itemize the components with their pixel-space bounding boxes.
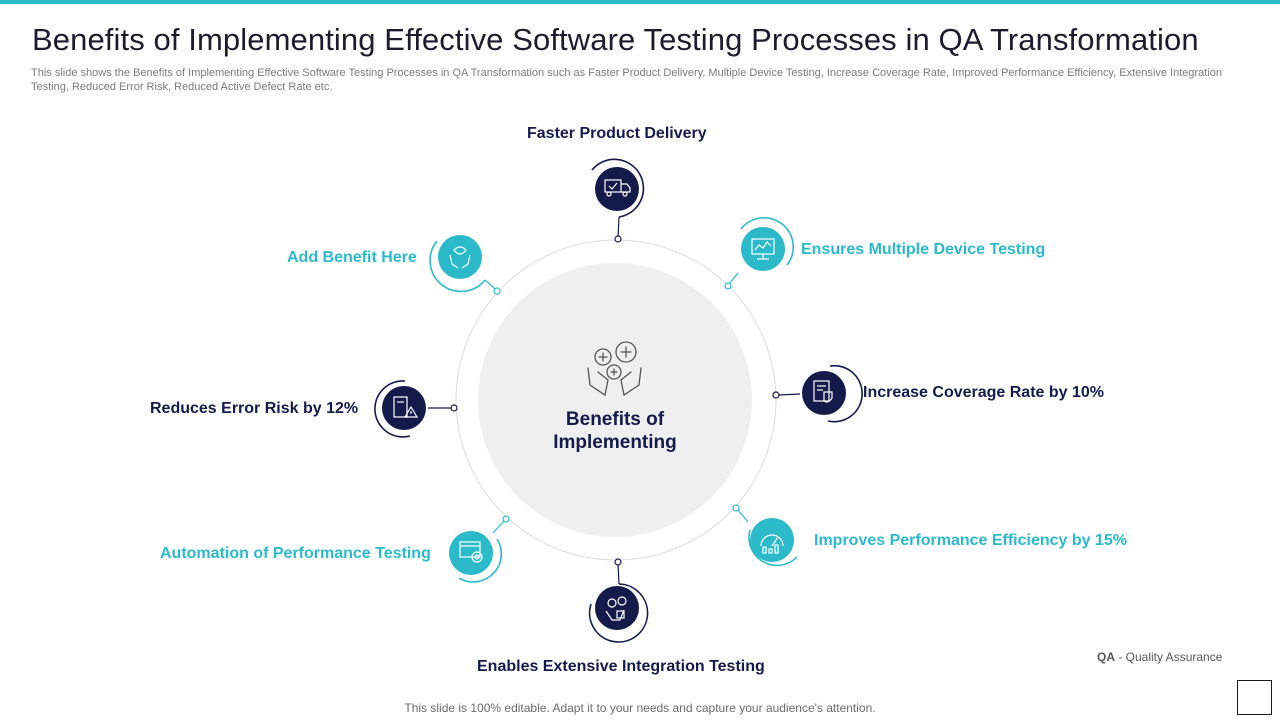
integration-puzzle-icon	[605, 596, 627, 621]
benefit-node-8	[429, 235, 501, 295]
benefit-label-5: Enables Extensive Integration Testing	[477, 658, 765, 675]
hands-holding-coins-icon	[587, 341, 642, 397]
slide-subtitle: This slide shows the Benefits of Impleme…	[31, 67, 1222, 93]
benefit-node-4	[732, 504, 798, 567]
benefit-label-4: Improves Performance Efficiency by 15%	[814, 532, 1128, 549]
benefit-node-7	[374, 380, 458, 438]
benefit-label-7: Reduces Error Risk by 12%	[150, 400, 359, 417]
benefit-node-5	[588, 558, 649, 643]
delivery-truck-icon	[604, 179, 631, 197]
monitor-testing-icon	[751, 238, 775, 260]
shield-document-icon	[813, 380, 833, 403]
legend-abbr: QA	[1097, 650, 1115, 664]
top-accent-bar	[0, 0, 1280, 4]
automation-gear-icon	[459, 541, 483, 563]
center-disc	[478, 263, 752, 537]
performance-gauge-icon	[760, 534, 784, 554]
corner-placeholder-box[interactable]	[1237, 680, 1272, 715]
legend-text: - Quality Assurance	[1115, 650, 1223, 664]
benefit-node-3	[772, 364, 863, 423]
benefit-node-2	[724, 216, 794, 290]
center-label: Benefits of Implementing	[553, 409, 677, 453]
benefit-label-3: Increase Coverage Rate by 10%	[863, 384, 1105, 401]
benefit-node-1	[591, 158, 645, 243]
benefit-label-1: Faster Product Delivery	[527, 125, 707, 142]
benefit-node-6	[449, 515, 510, 583]
hands-care-icon	[449, 246, 471, 269]
slide-title: Benefits of Implementing Effective Softw…	[32, 22, 1199, 57]
benefit-label-6: Automation of Performance Testing	[160, 545, 431, 562]
benefit-label-2: Ensures Multiple Device Testing	[801, 241, 1046, 258]
benefit-label-8: Add Benefit Here	[287, 249, 417, 266]
error-warning-icon	[393, 396, 419, 418]
abbreviation-legend: QA - Quality Assurance	[1097, 650, 1222, 664]
slide-footer: This slide is 100% editable. Adapt it to…	[404, 701, 876, 715]
